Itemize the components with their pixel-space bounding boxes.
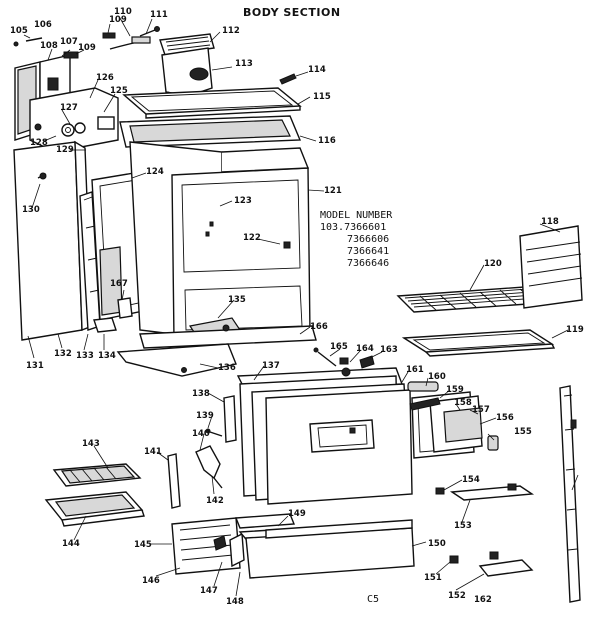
label-150: 150 xyxy=(428,539,446,549)
label-139: 139 xyxy=(196,411,214,421)
label-126: 126 xyxy=(96,73,114,83)
model-number-3: 7366641 xyxy=(347,246,389,257)
model-number-block: MODEL NUMBER 103.7366601 7366606 7366641… xyxy=(320,210,393,269)
oven-rack xyxy=(396,285,558,313)
part-114 xyxy=(279,73,297,85)
label-106: 106 xyxy=(34,20,52,30)
label-166: 166 xyxy=(310,322,328,332)
label-141: 141 xyxy=(144,447,162,457)
bottom-rails xyxy=(116,324,317,377)
label-109: 109 xyxy=(78,43,96,53)
broiler-grid xyxy=(52,463,142,487)
label-114: 114 xyxy=(308,65,326,75)
label-111: 111 xyxy=(150,10,168,20)
label-163: 163 xyxy=(380,345,398,355)
label-160: 160 xyxy=(428,372,446,382)
leader-lines xyxy=(23,17,579,597)
label-115: 115 xyxy=(313,92,331,102)
side-trim-117 xyxy=(559,385,581,603)
label-119: 119 xyxy=(566,325,584,335)
label-144: 144 xyxy=(62,539,80,549)
side-panel xyxy=(13,140,93,341)
cooktop xyxy=(122,87,302,119)
label-145: 145 xyxy=(134,540,152,550)
label-142: 142 xyxy=(206,496,224,506)
label-105: 105 xyxy=(10,26,28,36)
label-116: 116 xyxy=(318,136,336,146)
label-167: 167 xyxy=(110,279,128,289)
oven-vent xyxy=(159,33,215,101)
drawer-slides xyxy=(435,483,535,577)
label-164: 164 xyxy=(356,344,374,354)
label-110: 110 xyxy=(114,7,132,17)
label-130: 130 xyxy=(22,205,40,215)
label-148: 148 xyxy=(226,597,244,607)
label-129: 129 xyxy=(56,145,74,155)
label-156: 156 xyxy=(496,413,514,423)
label-108: 108 xyxy=(40,41,58,51)
label-136: 136 xyxy=(218,363,236,373)
door-handle xyxy=(313,347,439,392)
label-146: 146 xyxy=(142,576,160,586)
label-154: 154 xyxy=(462,475,480,485)
storage-drawer xyxy=(171,513,415,579)
label-121: 121 xyxy=(324,186,342,196)
label-153: 153 xyxy=(454,521,472,531)
part-134 xyxy=(93,317,117,333)
label-140: 140 xyxy=(192,429,210,439)
label-113: 113 xyxy=(235,59,253,69)
rack-guides xyxy=(519,225,583,309)
label-158: 158 xyxy=(454,398,472,408)
part-labels: 105 106 108 107 109 109 110 111 112 113 … xyxy=(10,7,584,607)
door-window-pack xyxy=(409,391,483,459)
label-107: 107 xyxy=(60,37,78,47)
label-127: 127 xyxy=(60,103,78,113)
label-138: 138 xyxy=(192,389,210,399)
label-149: 149 xyxy=(288,509,306,519)
label-132: 132 xyxy=(54,349,72,359)
label-125: 125 xyxy=(110,86,128,96)
label-124: 124 xyxy=(146,167,164,177)
broiler-pan-119 xyxy=(401,329,556,357)
top-small-parts xyxy=(63,26,160,59)
part-155 xyxy=(487,435,499,451)
label-165: 165 xyxy=(330,342,348,352)
backguard-assembly xyxy=(13,37,119,153)
label-159: 159 xyxy=(446,385,464,395)
label-120: 120 xyxy=(484,259,502,269)
top-frame xyxy=(119,115,302,148)
diagram-title: BODY SECTION xyxy=(243,6,341,19)
model-number-2: 7366606 xyxy=(347,234,389,245)
label-143: 143 xyxy=(82,439,100,449)
label-118: 118 xyxy=(541,217,559,227)
label-128: 128 xyxy=(30,138,48,148)
label-122: 122 xyxy=(243,233,261,243)
oven-door xyxy=(236,367,413,505)
label-155: 155 xyxy=(514,427,532,437)
label-137: 137 xyxy=(262,361,280,371)
label-134: 134 xyxy=(98,351,116,361)
label-135: 135 xyxy=(228,295,246,305)
door-hinges xyxy=(167,395,237,509)
label-151: 151 xyxy=(424,573,442,583)
label-162: 162 xyxy=(474,595,492,605)
label-131: 131 xyxy=(26,361,44,371)
broiler-pan xyxy=(44,491,145,527)
label-152: 152 xyxy=(448,591,466,601)
model-heading: MODEL NUMBER xyxy=(320,210,393,221)
label-161: 161 xyxy=(406,365,424,375)
label-147: 147 xyxy=(200,586,218,596)
label-157: 157 xyxy=(472,405,490,415)
footer-code: C5 xyxy=(367,594,379,605)
model-number-4: 7366646 xyxy=(347,258,389,269)
oven-body xyxy=(129,141,311,341)
label-133: 133 xyxy=(76,351,94,361)
label-109b: 109 xyxy=(109,15,127,25)
label-123: 123 xyxy=(234,196,252,206)
model-number-1: 103.7366601 xyxy=(320,222,386,233)
label-112: 112 xyxy=(222,26,240,36)
